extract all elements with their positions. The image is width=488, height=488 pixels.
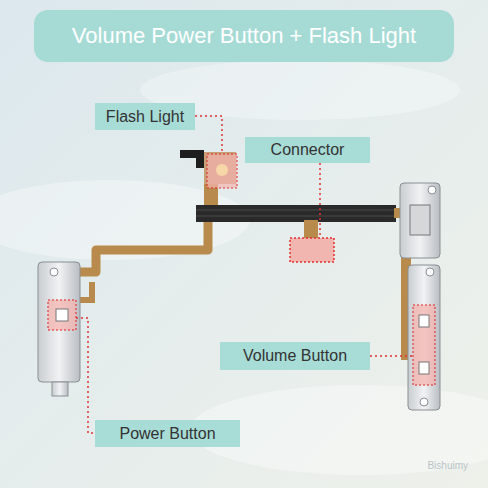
flex-ribbon bbox=[196, 205, 396, 222]
switch bbox=[56, 309, 68, 321]
leader-line bbox=[319, 163, 321, 238]
label-text: Connector bbox=[271, 141, 345, 159]
title-banner: Volume Power Button + Flash Light bbox=[34, 10, 454, 62]
flex-trace bbox=[196, 210, 396, 211]
leader-line bbox=[76, 318, 95, 433]
screw-hole bbox=[426, 268, 434, 276]
metal-bracket bbox=[400, 183, 440, 258]
label-box: Flash Light bbox=[95, 103, 195, 130]
volume-highlight bbox=[413, 305, 435, 385]
switch bbox=[410, 205, 430, 235]
screw-hole bbox=[420, 398, 428, 406]
label-text: Power Button bbox=[119, 425, 215, 443]
switch bbox=[419, 362, 429, 374]
power-highlight bbox=[48, 300, 76, 330]
switch bbox=[419, 315, 429, 327]
flex-ribbon bbox=[78, 220, 208, 272]
screw-hole bbox=[50, 268, 58, 276]
flex-trace bbox=[196, 216, 396, 217]
leader-line bbox=[370, 355, 413, 357]
label-text: Volume Button bbox=[243, 347, 347, 365]
label-text: Flash Light bbox=[106, 108, 184, 126]
flash-led bbox=[216, 164, 228, 176]
connector-pad bbox=[290, 238, 334, 262]
leader-line bbox=[195, 116, 222, 152]
label-box: Power Button bbox=[95, 420, 240, 447]
metal-bracket bbox=[408, 265, 440, 410]
bracket-tab bbox=[52, 382, 68, 396]
screw-hole bbox=[428, 186, 436, 194]
metal-bracket bbox=[38, 262, 80, 382]
flash-highlight bbox=[207, 154, 237, 188]
label-box: Connector bbox=[245, 137, 370, 163]
flash-bracket bbox=[180, 150, 204, 168]
watermark: Bishuimy bbox=[427, 460, 468, 471]
label-box: Volume Button bbox=[220, 342, 370, 370]
